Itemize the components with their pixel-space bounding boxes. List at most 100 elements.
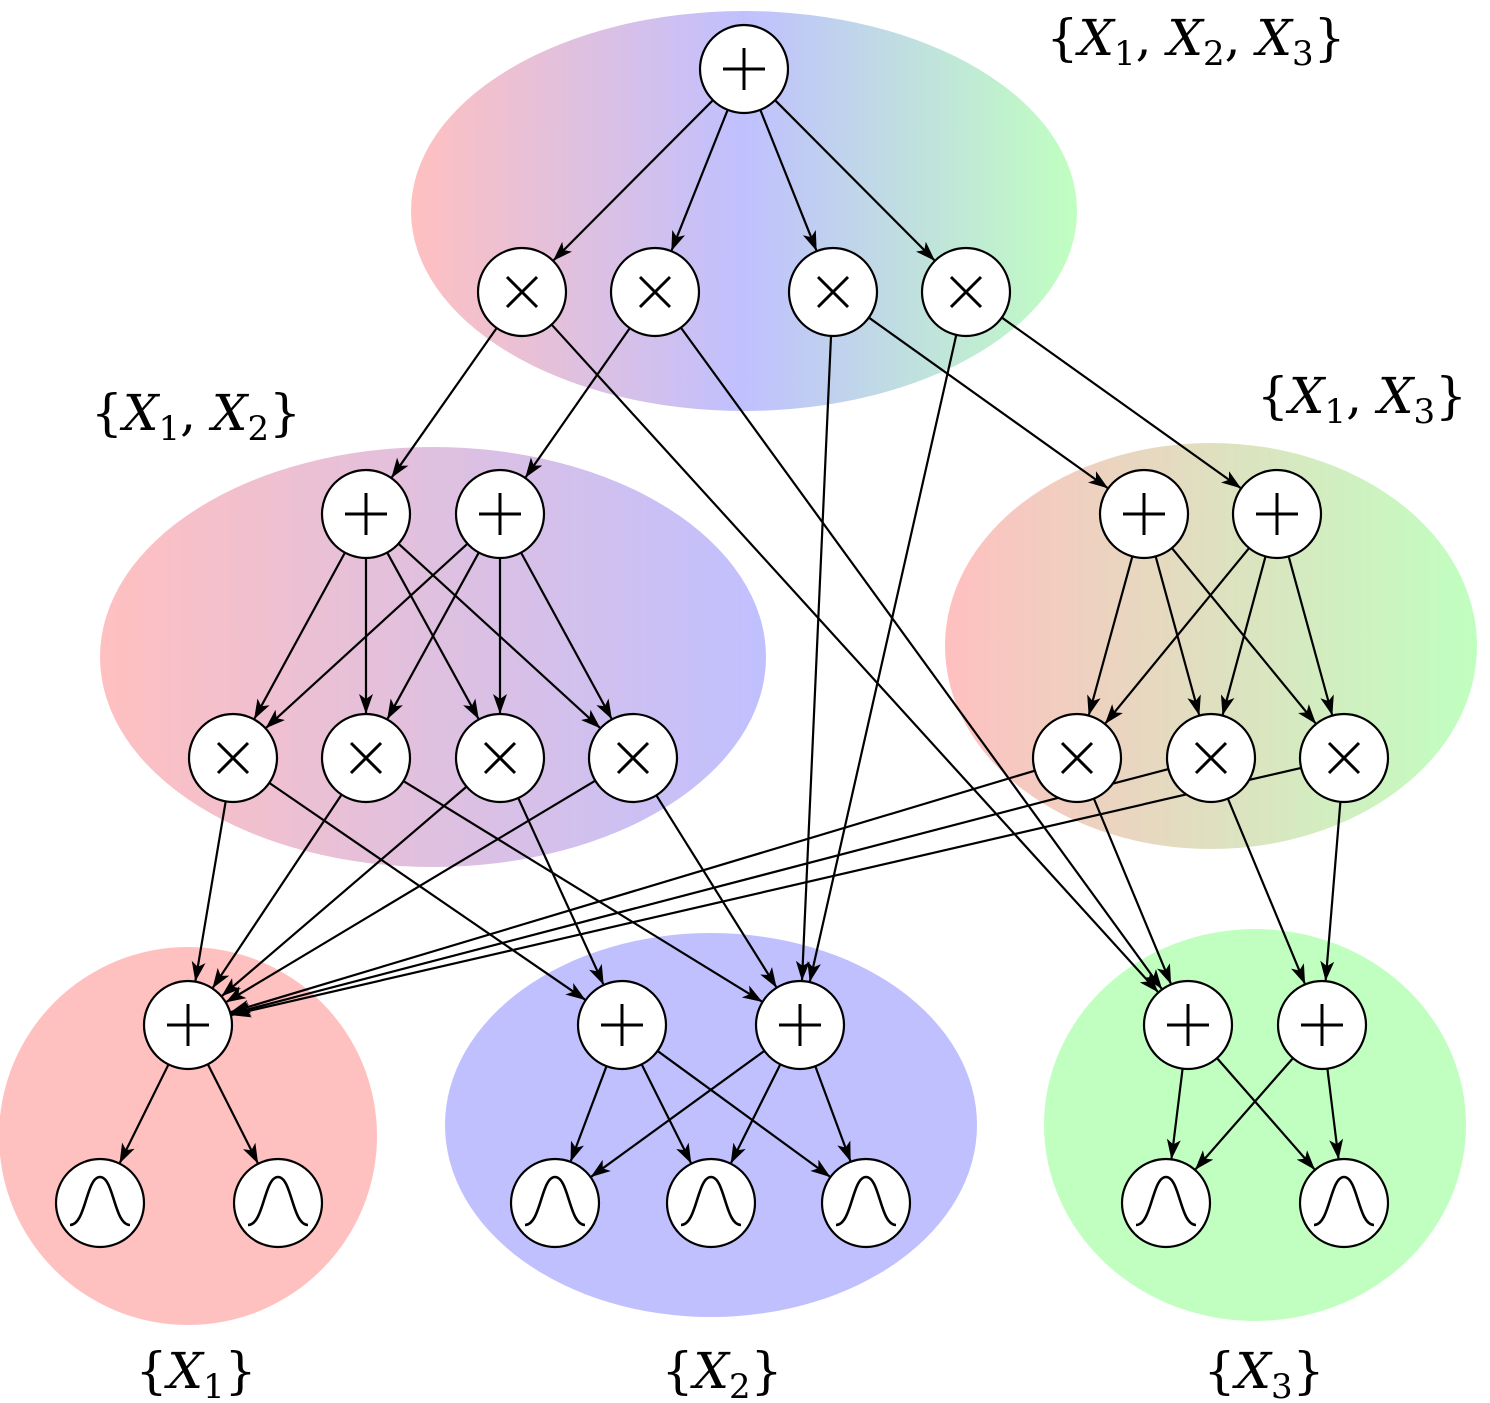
times-icon <box>216 741 250 775</box>
sum-node-S12b <box>454 468 546 560</box>
leaf-node-L3a <box>1120 1157 1212 1249</box>
edge-P12b-to-S2b <box>402 780 763 1003</box>
leaf-node-L1a <box>54 1157 146 1249</box>
edge-S3b-to-L3a <box>1194 1057 1294 1170</box>
scope-label-x12: {X1, X2} <box>91 384 301 449</box>
times-icon <box>505 275 539 309</box>
sum-node-S13a <box>1098 468 1190 560</box>
edge-S2b-to-L2c <box>814 1065 852 1162</box>
gaussian-icon <box>1313 1175 1375 1227</box>
edge-S1-to-L1b <box>206 1063 259 1164</box>
product-node-P1 <box>476 246 568 338</box>
product-node-P12c <box>454 712 546 804</box>
leaf-node-L2b <box>665 1157 757 1249</box>
plus-icon <box>167 1004 209 1046</box>
product-node-P12a <box>187 712 279 804</box>
gaussian-icon <box>680 1175 742 1227</box>
edge-S13a-to-P13a <box>1087 556 1134 716</box>
edge-P1-to-S3a <box>550 323 1159 993</box>
edge-S2a-to-L2b <box>640 1063 692 1164</box>
sum-node-S2a <box>576 979 668 1071</box>
times-icon <box>349 741 383 775</box>
edge-P12d-to-S1 <box>225 779 596 1003</box>
times-icon <box>1327 741 1361 775</box>
sum-node-S12a <box>320 468 412 560</box>
scope-label-x1: {X1} <box>136 1342 257 1403</box>
edge-P13c-to-S1 <box>230 766 1302 1018</box>
edge-S2a-to-L2a <box>569 1065 608 1162</box>
edge-S12b-to-P12b <box>386 552 480 720</box>
edge-P12c-to-S1 <box>221 785 468 997</box>
edge-S13b-to-P13b <box>1220 556 1267 716</box>
edge-S12b-to-P12a <box>265 542 469 729</box>
times-icon <box>616 741 650 775</box>
edge-S3a-to-L3a <box>1166 1068 1184 1160</box>
edge-P3-to-S2b <box>795 335 833 982</box>
edge-P4-to-S13b <box>1001 316 1242 489</box>
edge-P13b-to-S1 <box>230 768 1169 1016</box>
gaussian-icon <box>1135 1175 1197 1227</box>
edge-P12a-to-S2a <box>268 781 586 1001</box>
edge-P12b-to-S1 <box>212 794 343 989</box>
edge-S0-to-P3 <box>759 109 818 252</box>
edge-S3b-to-L3b <box>1326 1068 1344 1160</box>
leaf-node-L2a <box>509 1157 601 1249</box>
scope-region-x12 <box>100 447 766 867</box>
sum-node-S13b <box>1231 468 1323 560</box>
scope-label-x2: {X2} <box>662 1342 783 1403</box>
scope-label-x123: {X1, X2, X3} <box>1047 9 1346 74</box>
scope-label-x3: {X3} <box>1204 1342 1325 1403</box>
sum-node-S0 <box>698 23 790 115</box>
gaussian-icon <box>247 1175 309 1227</box>
times-icon <box>816 275 850 309</box>
times-icon <box>638 275 672 309</box>
edge-S0-to-P1 <box>552 99 714 261</box>
edge-P3-to-S13a <box>868 316 1109 489</box>
edge-S2b-to-L2b <box>730 1063 782 1164</box>
edge-S1-to-L1a <box>118 1063 170 1164</box>
plus-icon <box>723 48 765 90</box>
gaussian-icon <box>524 1175 586 1227</box>
edge-P12c-to-S2a <box>517 797 605 985</box>
sum-node-S3a <box>1142 979 1234 1071</box>
leaf-node-L3b <box>1298 1157 1390 1249</box>
sum-node-S3b <box>1276 979 1368 1071</box>
product-node-P2 <box>609 246 701 338</box>
product-node-P12d <box>587 712 679 804</box>
scope-region-x123 <box>411 11 1077 411</box>
times-icon <box>1060 741 1094 775</box>
edge-S2b-to-L2a <box>590 1049 766 1178</box>
product-node-P12b <box>320 712 412 804</box>
edge-S13b-to-P13c <box>1287 556 1334 716</box>
leaf-node-L2c <box>820 1157 912 1249</box>
product-node-P4 <box>920 246 1012 338</box>
edge-P13b-to-S3b <box>1226 798 1306 985</box>
edge-P13a-to-S1 <box>230 769 1036 1014</box>
edge-S3a-to-L3b <box>1216 1057 1316 1170</box>
plus-icon <box>479 493 521 535</box>
edge-S12b-to-P12d <box>520 552 613 720</box>
gaussian-icon <box>69 1175 131 1227</box>
edge-S12a-to-P12a <box>253 552 346 720</box>
scope-region-x2 <box>445 933 977 1317</box>
scope-label-x13: {X1, X3} <box>1257 367 1467 432</box>
product-node-P13c <box>1298 712 1390 804</box>
sum-node-S2b <box>754 979 846 1071</box>
scope-region-x3 <box>1044 929 1466 1321</box>
edge-S13b-to-P13a <box>1104 547 1250 724</box>
plus-icon <box>1256 493 1298 535</box>
product-node-P13b <box>1165 712 1257 804</box>
product-node-P3 <box>787 246 879 338</box>
leaf-node-L1b <box>232 1157 324 1249</box>
edge-P12a-to-S1 <box>191 801 227 982</box>
plus-icon <box>1301 1004 1343 1046</box>
times-icon <box>483 741 517 775</box>
plus-icon <box>345 493 387 535</box>
plus-icon <box>601 1004 643 1046</box>
edge-P1-to-S12a <box>390 327 498 478</box>
plus-icon <box>1167 1004 1209 1046</box>
edge-P2-to-S12b <box>524 327 631 478</box>
times-icon <box>949 275 983 309</box>
product-node-P13a <box>1031 712 1123 804</box>
